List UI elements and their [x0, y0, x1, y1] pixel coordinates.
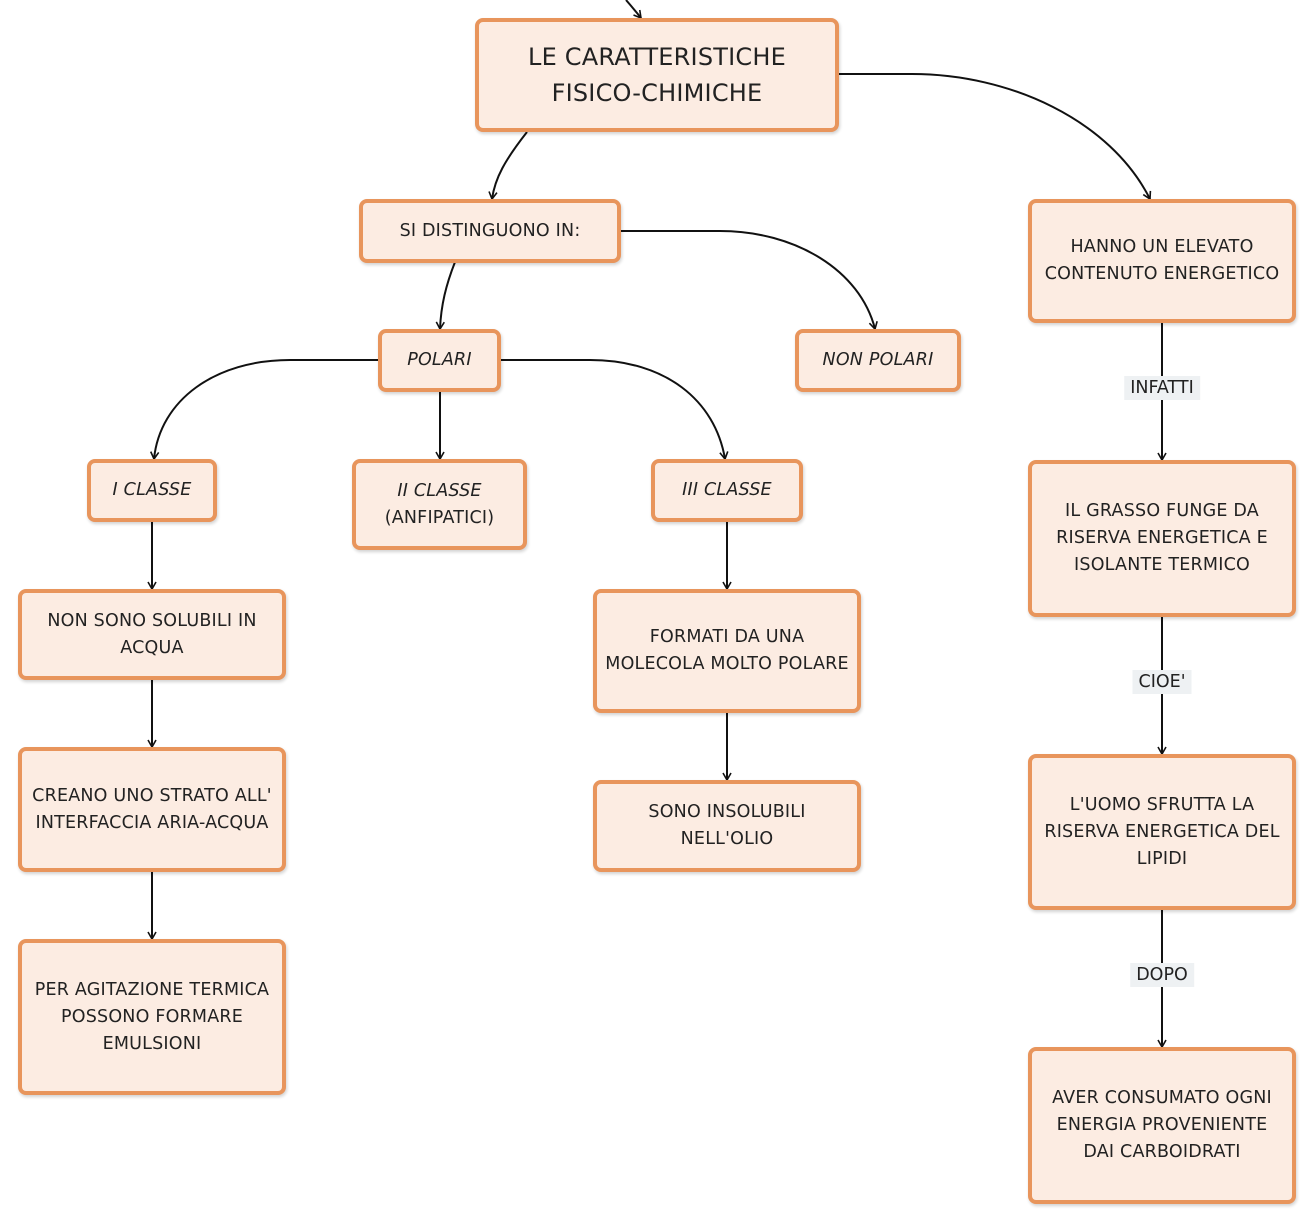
- node-non-polari[interactable]: NON POLARI: [795, 329, 961, 392]
- edge-polari-classe3: [501, 359, 729, 461]
- node-grasso-line-3: ISOLANTE TERMICO: [1074, 555, 1250, 575]
- node-non-solubili-line-1: NON SONO SOLUBILI IN: [47, 610, 257, 631]
- node-polari[interactable]: POLARI: [378, 329, 501, 392]
- node-formati-line-1: FORMATI DA UNA: [649, 627, 805, 647]
- node-grasso[interactable]: IL GRASSO FUNGE DA RISERVA ENERGETICA E IS…: [1028, 460, 1296, 617]
- node-grasso-line-1: IL GRASSO FUNGE DA: [1065, 501, 1259, 521]
- node-main-line-1: LE CARATTERISTICHE: [528, 43, 786, 71]
- node-formati[interactable]: FORMATI DA UNA MOLECOLA MOLTO POLARE: [593, 589, 861, 713]
- node-uomo-line-3: LIPIDI: [1136, 848, 1188, 869]
- node-classe2-line-1: II CLASSE: [397, 480, 482, 501]
- node-polari-line-1: POLARI: [407, 350, 472, 370]
- node-strato[interactable]: CREANO UNO STRATO ALL' INTERFACCIA ARIA-A…: [18, 747, 286, 872]
- node-energetico-line-1: HANNO UN ELEVATO: [1070, 237, 1254, 257]
- node-uomo-line-1: L'UOMO SFRUTTA LA: [1069, 794, 1255, 815]
- node-grasso-line-2: RISERVA ENERGETICA E: [1056, 528, 1268, 548]
- node-non-polari-line-1: NON POLARI: [822, 350, 934, 370]
- edge-label-dopo: DOPO: [1130, 963, 1194, 987]
- node-strato-line-1: CREANO UNO STRATO ALL': [32, 785, 272, 806]
- edge-main-distinguono: [488, 131, 528, 201]
- node-formati-line-2: MOLECOLA MOLTO POLARE: [605, 654, 849, 674]
- node-classe2[interactable]: II CLASSE (ANFIPATICI): [352, 459, 527, 550]
- edge-incoming: [625, 0, 643, 20]
- node-classe1-line-1: I CLASSE: [112, 480, 192, 500]
- node-classe3[interactable]: III CLASSE: [651, 459, 803, 522]
- node-uomo[interactable]: L'UOMO SFRUTTA LA RISERVA ENERGETICA DEL L…: [1028, 754, 1296, 910]
- node-distinguono[interactable]: SI DISTINGUONO IN:: [359, 199, 621, 263]
- node-insolubili-line-2: NELL'OLIO: [680, 829, 774, 849]
- node-uomo-line-2: RISERVA ENERGETICA DEL: [1044, 821, 1280, 842]
- node-insolubili[interactable]: SONO INSOLUBILI NELL'OLIO: [593, 780, 861, 872]
- node-strato-line-2: INTERFACCIA ARIA-ACQUA: [35, 812, 269, 833]
- node-consumato-line-2: ENERGIA PROVENIENTE: [1056, 1115, 1268, 1135]
- node-classe3-line-1: III CLASSE: [682, 480, 772, 500]
- edge-distinguono-nonpolari: [620, 230, 878, 331]
- node-consumato-line-3: DAI CARBOIDRATI: [1083, 1142, 1241, 1162]
- edge-label-infatti: INFATTI: [1124, 376, 1200, 400]
- edge-polari-classe1: [150, 359, 378, 461]
- node-energetico-line-2: CONTENUTO ENERGETICO: [1044, 264, 1280, 284]
- edge-label-cioe: CIOE': [1132, 670, 1192, 694]
- node-consumato[interactable]: AVER CONSUMATO OGNI ENERGIA PROVENIENTE DA…: [1028, 1047, 1296, 1204]
- node-distinguono-line-1: SI DISTINGUONO IN:: [399, 220, 581, 241]
- node-agitazione-line-2: POSSONO FORMARE: [60, 1006, 244, 1027]
- node-classe2-line-2: (ANFIPATICI): [384, 507, 495, 528]
- node-agitazione-line-3: EMULSIONI: [102, 1033, 202, 1054]
- node-main-line-2: FISICO-CHIMICHE: [551, 79, 763, 107]
- node-insolubili-line-1: SONO INSOLUBILI: [648, 802, 806, 822]
- edge-main-energetico: [838, 73, 1152, 201]
- node-classe1[interactable]: I CLASSE: [87, 459, 217, 522]
- node-non-solubili-line-2: ACQUA: [120, 637, 184, 658]
- node-non-solubili[interactable]: NON SONO SOLUBILI IN ACQUA: [18, 589, 286, 680]
- node-consumato-line-1: AVER CONSUMATO OGNI: [1052, 1088, 1272, 1108]
- node-main[interactable]: LE CARATTERISTICHE FISICO-CHIMICHE: [475, 18, 839, 132]
- edge-distinguono-polari: [435, 261, 456, 331]
- node-energetico[interactable]: HANNO UN ELEVATO CONTENUTO ENERGETICO: [1028, 199, 1296, 323]
- node-agitazione[interactable]: PER AGITAZIONE TERMICA POSSONO FORMARE EMU…: [18, 939, 286, 1095]
- node-agitazione-line-1: PER AGITAZIONE TERMICA: [34, 979, 270, 1000]
